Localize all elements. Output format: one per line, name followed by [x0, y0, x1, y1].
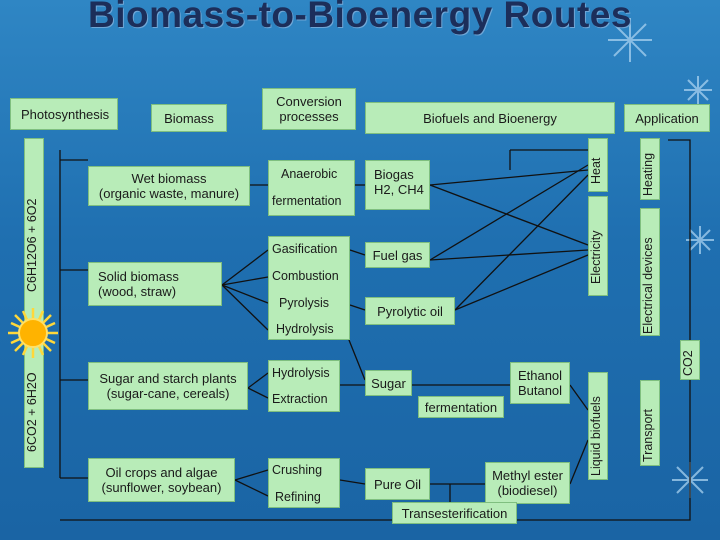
- sugar-plants-line2: (sugar-cane, cereals): [106, 386, 230, 401]
- biofuels-header: Biofuels and Bioenergy: [365, 102, 615, 134]
- photosynthesis-label: Photosynthesis: [21, 106, 110, 122]
- process-anaerobic: Anaerobic: [281, 167, 338, 181]
- application-header: Application: [624, 104, 710, 132]
- solid-biomass-line1: Solid biomass: [98, 269, 179, 284]
- transport-box: [640, 380, 660, 466]
- electricity-box: [588, 196, 608, 296]
- wet-biomass-line2: (organic waste, manure): [98, 186, 240, 201]
- process-refining: Refining: [275, 490, 321, 504]
- photosynthesis-header: Photosynthesis: [10, 98, 118, 130]
- sugar-fermentation-label: fermentation: [424, 399, 498, 415]
- formula-column: [24, 138, 44, 468]
- heat-box: [588, 138, 608, 192]
- co2-box: [680, 340, 700, 380]
- process-combustion: Combustion: [272, 269, 339, 283]
- transesterification-box: Transesterification: [392, 502, 517, 524]
- process-extraction: Extraction: [272, 392, 328, 406]
- ethanol-line2: Butanol: [517, 383, 563, 398]
- ethanol-box: Ethanol Butanol: [510, 362, 570, 404]
- co2-label: CO2: [681, 350, 695, 376]
- conversion-label-line1: Conversion: [276, 94, 342, 109]
- page-title: Biomass-to-Bioenergy Routes: [88, 0, 632, 35]
- application-label: Application: [635, 110, 699, 126]
- sugar-label: Sugar: [371, 375, 406, 391]
- liquid-biofuels-label: Liquid biofuels: [589, 396, 603, 476]
- biomass-header: Biomass: [151, 104, 227, 132]
- heating-label: Heating: [641, 152, 655, 196]
- pyrolytic-oil-label: Pyrolytic oil: [377, 303, 443, 319]
- ethanol-line1: Ethanol: [517, 368, 563, 383]
- process-hydrolysis-2: Hydrolysis: [272, 366, 330, 380]
- conversion-header: Conversion processes: [262, 88, 356, 130]
- sugar-box: Sugar: [365, 370, 412, 396]
- pure-oil-box: Pure Oil: [365, 468, 430, 500]
- conversion-label-line2: processes: [279, 109, 339, 124]
- heating-box: [640, 138, 660, 200]
- solid-biomass-line2: (wood, straw): [98, 284, 177, 299]
- methyl-ester-line2: (biodiesel): [497, 483, 558, 498]
- process-hydrolysis-1: Hydrolysis: [276, 322, 334, 336]
- oil-crops-line2: (sunflower, soybean): [101, 480, 222, 495]
- heat-label: Heat: [589, 157, 603, 184]
- oil-process-box: [268, 458, 340, 508]
- electricity-label: Electricity: [589, 230, 603, 284]
- process-fermentation: fermentation: [272, 194, 342, 208]
- liquid-biofuels-box: [588, 372, 608, 480]
- wet-biomass-line1: Wet biomass: [131, 171, 207, 186]
- methyl-ester-box: Methyl ester (biodiesel): [485, 462, 570, 504]
- transport-label: Transport: [641, 408, 655, 462]
- pure-oil-label: Pure Oil: [374, 476, 421, 492]
- methyl-ester-line1: Methyl ester: [492, 468, 563, 483]
- anaerobic-fermentation-box: [268, 160, 355, 216]
- process-pyrolysis: Pyrolysis: [279, 296, 330, 310]
- electrical-devices-label: Electrical devices: [641, 237, 655, 334]
- biofuels-label: Biofuels and Bioenergy: [423, 110, 557, 126]
- sugar-process-box: [268, 360, 340, 412]
- sun-icon: [8, 308, 58, 358]
- process-crushing: Crushing: [272, 463, 323, 477]
- sugar-plants-line1: Sugar and starch plants: [99, 371, 237, 386]
- biogas-line1: Biogas: [374, 167, 414, 182]
- fuel-gas-box: Fuel gas: [365, 242, 430, 268]
- solid-biomass-box: Solid biomass (wood, straw): [88, 262, 222, 306]
- sugar-fermentation-box: fermentation: [418, 396, 504, 418]
- biogas-line2: H2, CH4: [374, 182, 424, 197]
- transesterification-label: Transesterification: [401, 505, 508, 521]
- wet-biomass-box: Wet biomass (organic waste, manure): [88, 166, 250, 206]
- sugar-plants-box: Sugar and starch plants (sugar-cane, cer…: [88, 362, 248, 410]
- process-gasification: Gasification: [272, 242, 338, 256]
- oil-crops-line1: Oil crops and algae: [105, 465, 218, 480]
- electrical-devices-box: [640, 208, 660, 336]
- pyrolytic-oil-box: Pyrolytic oil: [365, 297, 455, 325]
- fuel-gas-label: Fuel gas: [372, 247, 423, 263]
- biomass-label: Biomass: [164, 110, 214, 126]
- thermochemical-box: [268, 236, 350, 340]
- biogas-box: Biogas H2, CH4: [365, 160, 430, 210]
- oil-crops-box: Oil crops and algae (sunflower, soybean): [88, 458, 235, 502]
